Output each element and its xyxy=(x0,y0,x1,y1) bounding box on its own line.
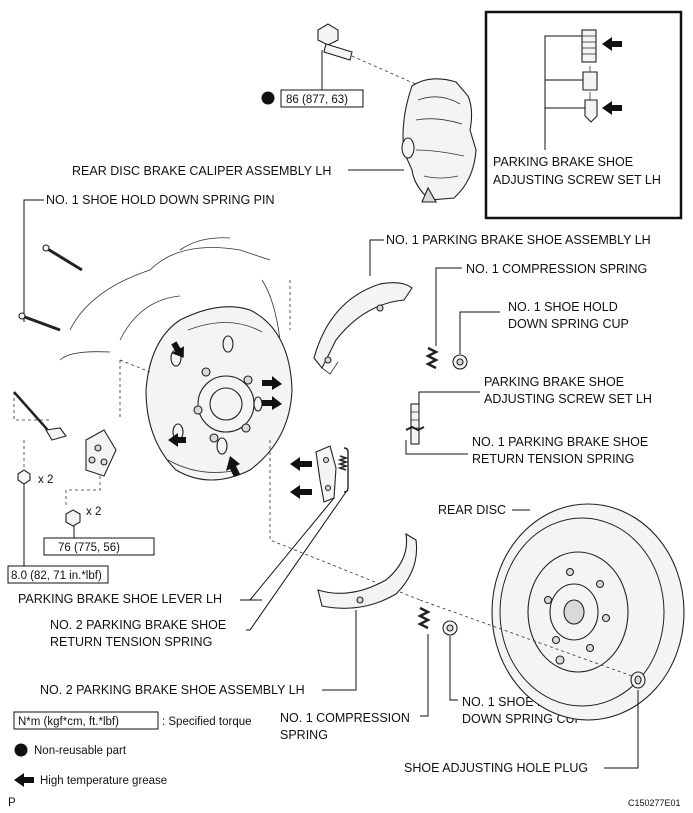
label-ret1-2: RETURN TENSION SPRING xyxy=(472,452,634,466)
legend-grease-arrow xyxy=(14,773,34,787)
label-ret2-1: NO. 2 PARKING BRAKE SHOE xyxy=(50,618,226,632)
label-ret1-1: NO. 1 PARKING BRAKE SHOE xyxy=(472,435,648,449)
legend-torque-box-text: N*m (kgf*cm, ft.*lbf) xyxy=(18,716,119,728)
shoe-adjusting-hole-plug xyxy=(630,671,646,689)
small-bolt xyxy=(17,469,31,485)
torque-hub-nut-text: 76 (775, 56) xyxy=(58,542,120,554)
inset-label-line2: ADJUSTING SCREW SET LH xyxy=(493,173,661,187)
label-ret2-2: RETURN TENSION SPRING xyxy=(50,635,212,649)
corner-right-code: C150277E01 xyxy=(628,798,681,808)
parking-brake-lever xyxy=(315,445,337,503)
corner-left-mark: P xyxy=(8,797,16,809)
torque-small-bolt-text: 8.0 (82, 71 in.*lbf) xyxy=(11,570,102,582)
label-cup-bottom-2: DOWN SPRING CUP xyxy=(462,712,583,726)
legend-torque-text: : Specified torque xyxy=(162,716,252,728)
inset-label-line1: PARKING BRAKE SHOE xyxy=(493,155,633,169)
label-pb-shoe-1: NO. 1 PARKING BRAKE SHOE ASSEMBLY LH xyxy=(386,233,651,247)
label-plug: SHOE ADJUSTING HOLE PLUG xyxy=(404,761,588,775)
speed-sensor-wire xyxy=(13,391,67,441)
hold-down-cup-top xyxy=(452,354,468,370)
parking-shoe-2 xyxy=(317,532,418,609)
compression-spring-top xyxy=(425,346,439,370)
label-adj-mid-1: PARKING BRAKE SHOE xyxy=(484,375,624,389)
torque-box-hub-nut xyxy=(43,537,155,556)
parking-shoe-1 xyxy=(313,282,413,375)
label-caliper: REAR DISC BRAKE CALIPER ASSEMBLY LH xyxy=(72,164,331,178)
legend-nonreusable-dot xyxy=(14,743,28,757)
adjusting-screw-set-mid xyxy=(405,403,425,445)
rear-disc xyxy=(491,503,685,721)
compression-spring-bottom xyxy=(417,606,431,630)
hub-center xyxy=(209,387,243,421)
caliper-bolt xyxy=(317,23,353,61)
caliper-assembly xyxy=(401,78,477,203)
torque-box-small-bolt xyxy=(7,565,109,584)
label-cup-top-1: NO. 1 SHOE HOLD xyxy=(508,300,618,314)
label-rear-disc: REAR DISC xyxy=(438,503,506,517)
torque-caliper-text: 86 (877, 63) xyxy=(286,94,348,106)
label-shoe-2: NO. 2 PARKING BRAKE SHOE ASSEMBLY LH xyxy=(40,683,305,697)
legend-nonreusable-text: Non-reusable part xyxy=(34,745,127,757)
inset-box xyxy=(484,10,683,220)
hub-nut xyxy=(65,509,81,527)
legend-torque-box xyxy=(13,711,159,730)
label-comp-bottom-1: NO. 1 COMPRESSION xyxy=(280,711,410,725)
bracket-plate xyxy=(85,429,117,477)
legend-grease-text: High temperature grease xyxy=(40,775,167,787)
knuckle-housing xyxy=(59,237,281,361)
inset-adjusting-screw-parts xyxy=(544,29,598,150)
hold-down-pins xyxy=(18,244,83,332)
hold-down-cup-bottom xyxy=(442,620,458,636)
nonreusable-dot-caliper xyxy=(261,91,275,105)
x2-label-bolt: x 2 xyxy=(38,474,53,486)
label-hold-down-pin: NO. 1 SHOE HOLD DOWN SPRING PIN xyxy=(46,193,275,207)
inset-grease-arrows xyxy=(602,37,622,115)
label-compression-spring-top: NO. 1 COMPRESSION SPRING xyxy=(466,262,647,276)
label-cup-top-2: DOWN SPRING CUP xyxy=(508,317,629,331)
label-lever: PARKING BRAKE SHOE LEVER LH xyxy=(18,592,222,606)
x2-label-nut: x 2 xyxy=(86,506,101,518)
lever-grease-arrows xyxy=(290,457,312,499)
label-adj-mid-2: ADJUSTING SCREW SET LH xyxy=(484,392,652,406)
backing-plate-grease-arrows xyxy=(168,341,282,477)
return-spring-2 xyxy=(337,447,349,493)
label-comp-bottom-2: SPRING xyxy=(280,728,328,742)
